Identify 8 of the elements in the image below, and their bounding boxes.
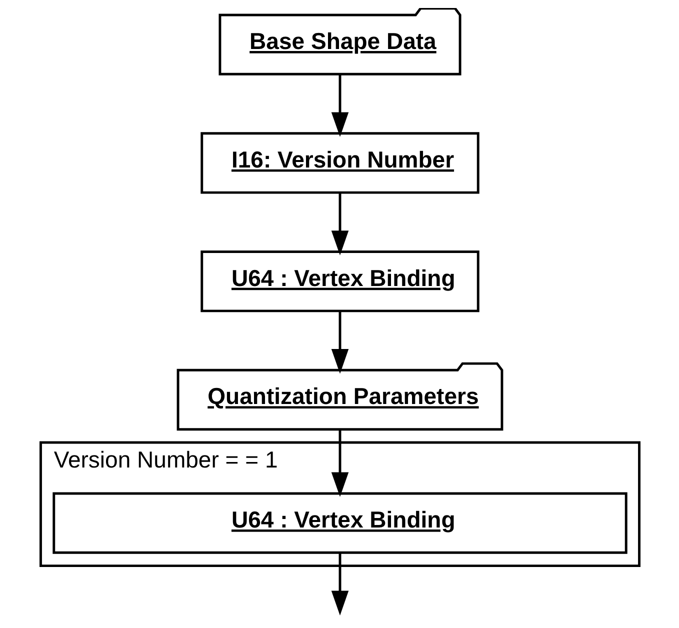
- node-box: U64 : Vertex Binding: [200, 250, 479, 312]
- arrow: [330, 74, 348, 137]
- arrow: [330, 193, 348, 256]
- node-box: I16: Version Number: [200, 132, 479, 194]
- arrow: [330, 311, 348, 374]
- node-box: U64 : Vertex Binding: [52, 492, 627, 554]
- arrow: [330, 430, 348, 497]
- arrow: [330, 552, 348, 616]
